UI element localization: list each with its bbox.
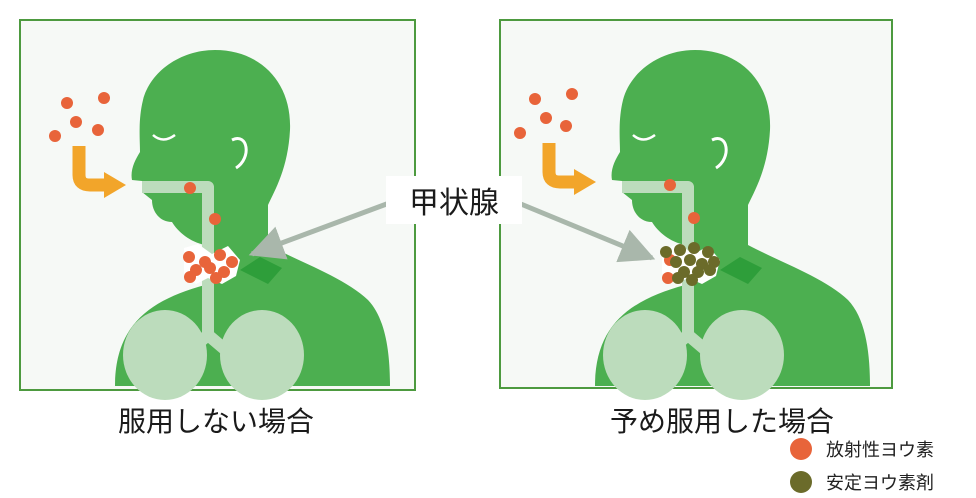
radioactive-iodine-dot: [49, 130, 61, 142]
airway: [142, 181, 232, 357]
left-lung: [603, 310, 687, 400]
thyroid-label: 甲状腺: [386, 176, 522, 224]
airway: [622, 181, 712, 357]
radioactive-iodine-dot: [70, 116, 82, 128]
panel-caption-without-tablet: 服用しない場合: [118, 405, 315, 438]
legend-item-radioactive-iodine: 放射性ヨウ素: [790, 432, 934, 465]
panel-without-tablet: [19, 19, 416, 400]
stable-iodine-dot: [684, 254, 696, 266]
radioactive-iodine-dot: [688, 212, 700, 224]
left-lung: [123, 310, 207, 400]
radioactive-iodine-dot: [226, 256, 238, 268]
radioactive-iodine-dot: [566, 88, 578, 100]
radioactive-iodine-dot: [540, 112, 552, 124]
radioactive-iodine-dot: [514, 127, 526, 139]
inhale-arrow: [542, 143, 576, 189]
radioactive-iodine-dot: [98, 92, 110, 104]
radioactive-iodine-dot: [92, 124, 104, 136]
stable-iodine-dot: [686, 274, 698, 286]
stable-iodine-dot: [672, 272, 684, 284]
radioactive-iodine-dot: [560, 120, 572, 132]
closed-eye: [152, 133, 176, 141]
right-lung: [700, 310, 784, 400]
stable-iodine-dot: [674, 244, 686, 256]
stable-iodine-dot: [670, 256, 682, 268]
human-silhouette: [595, 50, 870, 386]
thyroid-gland: [720, 257, 762, 284]
radioactive-iodine-particles: [49, 92, 238, 284]
stable-iodine-dot: [704, 264, 716, 276]
closed-eye: [632, 133, 656, 141]
legend-item-stable-iodine: 安定ヨウ素剤: [790, 465, 934, 498]
radioactive-iodine-dot: [662, 272, 674, 284]
stable-iodine-dot: [660, 246, 672, 258]
radioactive-iodine-swatch: [790, 437, 812, 460]
panel-caption-with-tablet: 予め服用した場合: [610, 405, 835, 438]
radioactive-iodine-dot: [204, 262, 216, 274]
inhale-arrow-head: [574, 169, 596, 195]
stable-iodine-dot: [702, 246, 714, 258]
radioactive-iodine-dot: [184, 182, 196, 194]
ear-outline: [231, 137, 248, 170]
radioactive-iodine-dot: [61, 97, 73, 109]
radioactive-iodine-dot: [664, 179, 676, 191]
inhale-arrow: [72, 146, 106, 192]
right-lung: [220, 310, 304, 400]
radioactive-iodine-dot: [210, 272, 222, 284]
pointer-arrow-right: [515, 199, 656, 263]
radioactive-iodine-dot: [529, 93, 541, 105]
radioactive-iodine-dot: [214, 249, 226, 261]
pointer-arrow-left: [248, 199, 393, 260]
radioactive-iodine-dot: [183, 251, 195, 263]
radioactive-iodine-dot: [184, 271, 196, 283]
ear-outline: [711, 137, 728, 170]
inhale-arrow-head: [104, 172, 126, 198]
stable-iodine-swatch: [790, 470, 812, 493]
legend-label: 放射性ヨウ素: [826, 439, 934, 461]
legend: 放射性ヨウ素 安定ヨウ素剤: [790, 432, 934, 498]
legend-label: 安定ヨウ素剤: [826, 472, 934, 494]
human-silhouette: [115, 50, 390, 386]
iodine-particles-with-stable-iodine: [514, 88, 720, 286]
radioactive-iodine-dot: [209, 213, 221, 225]
panel-with-tablet: [499, 19, 893, 400]
thyroid-gland: [240, 257, 282, 284]
stable-iodine-dot: [688, 242, 700, 254]
